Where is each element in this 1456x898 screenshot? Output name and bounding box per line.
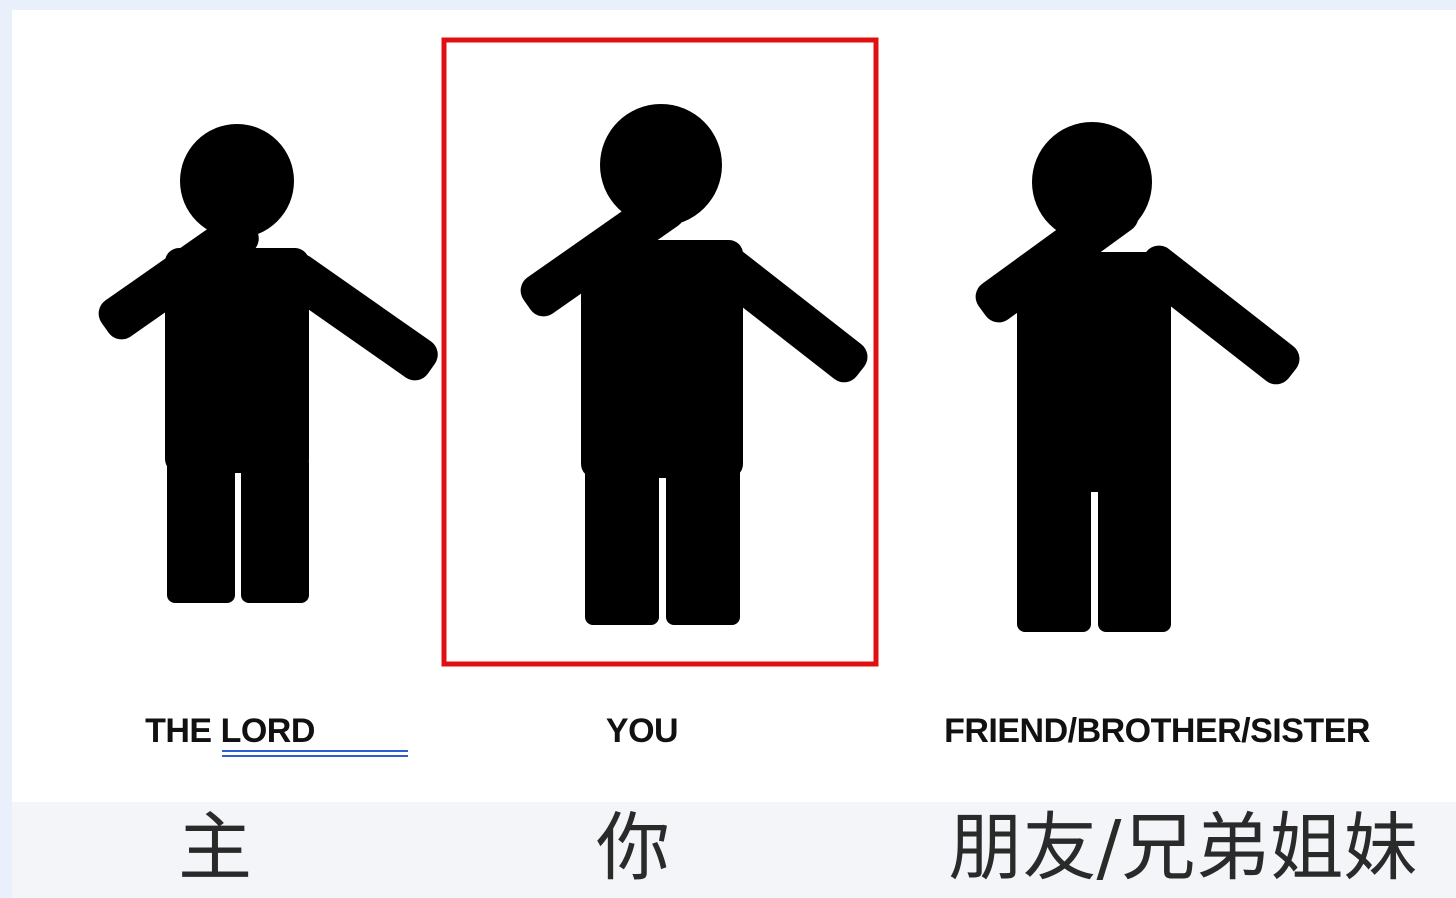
chinese-label-friend: 朋友/兄弟姐妹: [948, 805, 1418, 891]
person-icon: [520, 104, 868, 625]
chinese-label-you: 你: [596, 805, 670, 891]
underline-decoration: [222, 750, 408, 757]
chinese-label-lord: 主: [178, 805, 252, 891]
label-friend-brother-sister: FRIEND/BROTHER/SISTER: [944, 712, 1370, 750]
label-you: YOU: [605, 712, 679, 750]
person-icon: [98, 124, 438, 603]
label-the-lord: THE LORD: [145, 712, 315, 751]
label-the-lord-part1: THE: [145, 712, 221, 750]
label-the-lord-part2: LORD: [220, 712, 316, 750]
person-icon: [975, 122, 1300, 632]
highlight-box: [441, 37, 879, 667]
chinese-label-band: [12, 802, 1456, 898]
